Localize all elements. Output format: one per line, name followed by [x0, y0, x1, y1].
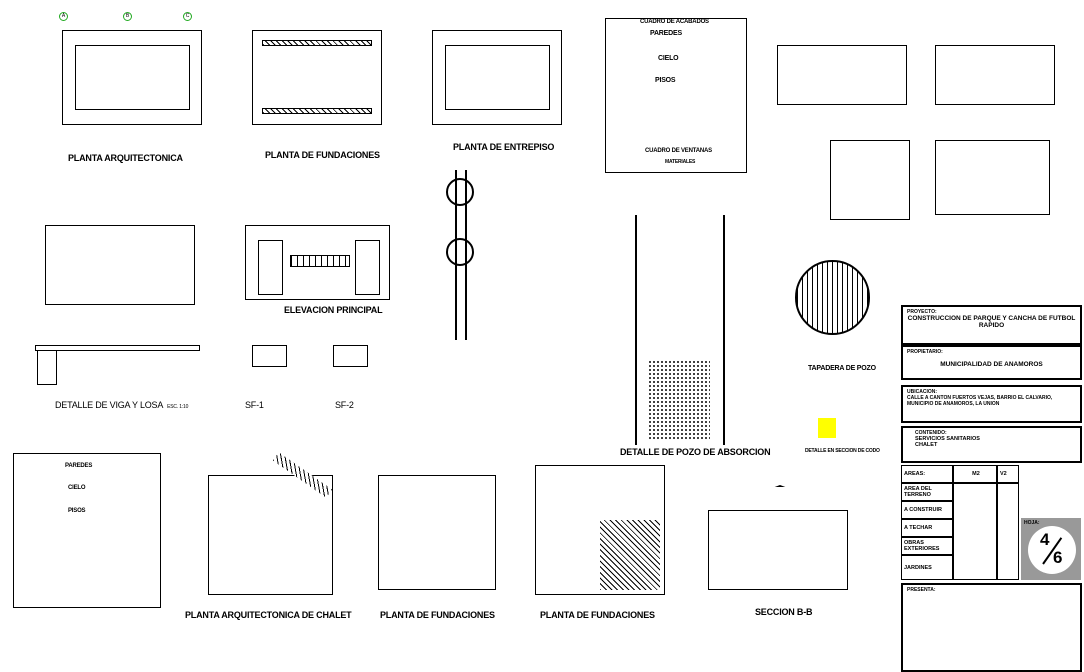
- proyecto-box: PROYECTO: CONSTRUCCION DE PARQUE Y CANCH…: [901, 305, 1082, 345]
- chalet-plan: [208, 475, 333, 595]
- schedule-ventanas: CUADRO DE VENTANAS: [645, 148, 712, 154]
- planta-arquitectonica-drawing: [62, 30, 202, 125]
- title-viga-losa-text: DETALLE DE VIGA Y LOSA: [55, 400, 164, 410]
- grid-marker: B: [123, 12, 132, 21]
- hoja-box: HOJA: 4 6: [1021, 518, 1081, 580]
- proyecto-label: PROYECTO:: [907, 309, 937, 315]
- sheet-number: 4: [1040, 530, 1050, 549]
- ubicacion-value: CALLE A CANTON FUERTOS VEJAS, BARRIO EL …: [907, 395, 1053, 407]
- area-row: AREA DEL TERRENO: [901, 483, 953, 501]
- title-pozo: DETALLE DE POZO DE ABSORCION: [620, 447, 771, 457]
- schedule-title: CUADRO DE ACABADOS: [640, 19, 709, 25]
- tapadera-circle: [795, 260, 870, 335]
- schedule-table: [605, 18, 747, 173]
- area-row: JARDINES: [901, 555, 953, 580]
- schedule-cielo: CIELO: [658, 55, 679, 62]
- title-tapadera: TAPADERA DE POZO: [808, 365, 876, 372]
- tank-plan: [777, 45, 907, 105]
- pozo-drawing: [635, 215, 725, 445]
- codo-highlight: [818, 418, 836, 438]
- fundaciones-chalet-plan-2: [535, 465, 665, 595]
- title-chalet: PLANTA ARQUITECTONICA DE CHALET: [185, 610, 352, 620]
- presenta-label: PRESENTA:: [907, 587, 936, 593]
- title-planta-fundaciones: PLANTA DE FUNDACIONES: [265, 150, 380, 160]
- area-row: OBRAS EXTERIORES: [901, 537, 953, 555]
- section-drawing: [45, 225, 195, 305]
- title-sf1: SF-1: [245, 400, 264, 410]
- propietario-box: PROPIETARIO: MUNICIPALIDAD DE ANAMOROS: [901, 345, 1082, 380]
- title-seccion: SECCION B-B: [755, 607, 813, 617]
- seccion-bb-drawing: [708, 510, 848, 590]
- area-row: A TECHAR: [901, 519, 953, 537]
- title-elevacion: ELEVACION PRINCIPAL: [284, 305, 383, 315]
- title-codo: DETALLE EN SECCION DE CODO: [805, 448, 880, 454]
- title-planta-entrepiso: PLANTA DE ENTREPISO: [453, 142, 555, 152]
- title-planta-arquitectonica: PLANTA ARQUITECTONICA: [68, 153, 183, 163]
- presenta-box: PRESENTA:: [901, 583, 1082, 672]
- title-chalet-text: PLANTA ARQUITECTONICA DE CHALET: [185, 610, 352, 620]
- sheet-total: 6: [1053, 548, 1063, 567]
- sf1-detail: [252, 345, 287, 367]
- chalet-schedule: [13, 453, 161, 608]
- grid-marker: A: [59, 12, 68, 21]
- contenido-label: CONTENIDO:: [915, 430, 947, 436]
- tank-plan-2: [935, 45, 1055, 105]
- hatch-area: [600, 520, 660, 590]
- elevation-drawing: [245, 225, 390, 300]
- column-circle: [446, 178, 474, 206]
- contenido-1: SERVICIOS SANITARIOS: [915, 436, 980, 442]
- sf2-detail: [333, 345, 368, 367]
- ubicacion-box: UBICACION: CALLE A CANTON FUERTOS VEJAS,…: [901, 385, 1082, 423]
- planta-entrepiso-drawing: [432, 30, 562, 125]
- roof-line: [700, 485, 860, 515]
- title-sf2: SF-2: [335, 400, 354, 410]
- scale-label: ESC. 1:10: [167, 404, 189, 410]
- tank-section-2: [935, 140, 1050, 215]
- contenido-box: CONTENIDO: SERVICIOS SANITARIOS CHALET: [901, 426, 1082, 463]
- propietario-label: PROPIETARIO:: [907, 349, 943, 355]
- m2-header: M2: [953, 465, 997, 483]
- grid-marker: C: [183, 12, 192, 21]
- title-fund-chalet: PLANTA DE FUNDACIONES: [380, 610, 495, 620]
- chalet-cielo: CIELO: [68, 485, 86, 491]
- schedule-pisos: PISOS: [655, 77, 676, 84]
- chalet-pisos: PISOS: [68, 508, 86, 514]
- areas-header: AREAS:: [901, 465, 953, 483]
- tank-section: [830, 140, 910, 220]
- column-circle: [446, 238, 474, 266]
- schedule-paredes: PAREDES: [650, 30, 682, 37]
- beam-detail: [37, 350, 57, 385]
- v2-header: V2: [997, 465, 1019, 483]
- sheet-number-circle: 4 6: [1028, 526, 1076, 574]
- chalet-paredes: PAREDES: [65, 463, 93, 469]
- fundaciones-chalet-plan: [378, 475, 496, 590]
- title-fund-chalet-2: PLANTA DE FUNDACIONES: [540, 610, 655, 620]
- schedule-materiales: MATERIALES: [665, 159, 696, 165]
- ubicacion-label: UBICACION:: [907, 389, 937, 395]
- contenido-2: CHALET: [915, 442, 938, 448]
- planta-fundaciones-drawing: [252, 30, 382, 125]
- propietario-value: MUNICIPALIDAD DE ANAMOROS: [940, 361, 1043, 368]
- proyecto-value: CONSTRUCCION DE PARQUE Y CANCHA DE FUTBO…: [907, 315, 1076, 329]
- area-row: A CONSTRUIR: [901, 501, 953, 519]
- gravel-fill: [648, 360, 710, 440]
- hoja-label: HOJA:: [1024, 520, 1040, 526]
